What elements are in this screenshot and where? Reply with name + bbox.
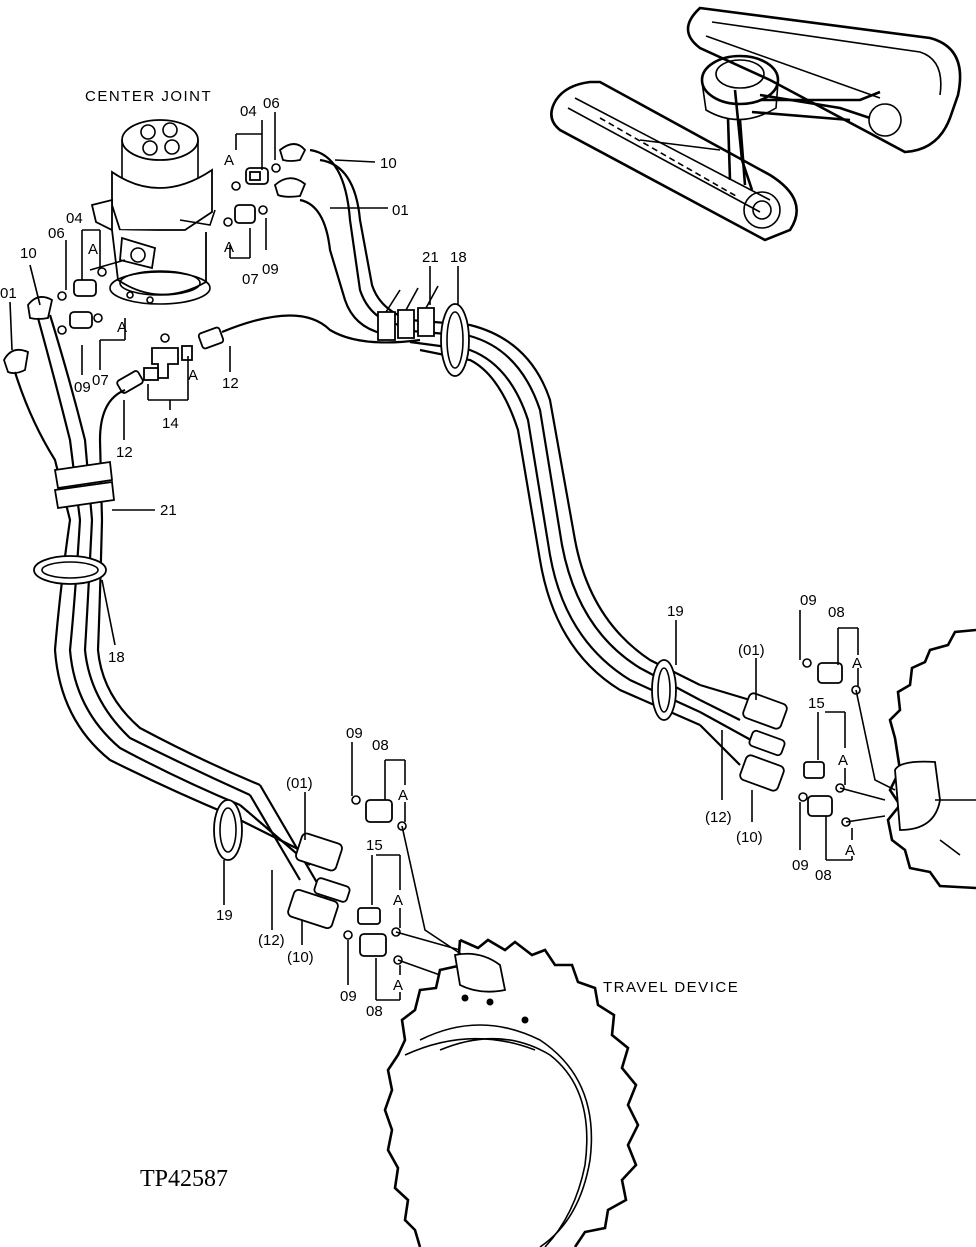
label-01-ref: (01) — [286, 775, 313, 792]
label-a: A — [88, 241, 98, 258]
center-joint-caption: CENTER JOINT — [85, 88, 212, 105]
label-12: 12 — [116, 444, 133, 461]
center-joint-fittings — [3, 143, 307, 394]
label-18: 18 — [108, 649, 125, 666]
label-a: A — [393, 977, 403, 994]
hose-bundle-left — [13, 314, 331, 906]
label-09: 09 — [800, 592, 817, 609]
label-08: 08 — [366, 1003, 383, 1020]
label-08: 08 — [815, 867, 832, 884]
label-08: 08 — [372, 737, 389, 754]
travel-device-caption: TRAVEL DEVICE — [603, 979, 739, 996]
label-06: 06 — [48, 225, 65, 242]
label-10: 10 — [380, 155, 397, 172]
label-19: 19 — [667, 603, 684, 620]
label-a: A — [393, 892, 403, 909]
center-joint — [89, 119, 216, 305]
label-18: 18 — [450, 249, 467, 266]
clamp-21-lower — [33, 460, 115, 585]
label-a: A — [845, 842, 855, 859]
label-a: A — [117, 319, 127, 336]
label-10-ref: (10) — [736, 829, 763, 846]
undercarriage-overview — [550, 6, 962, 242]
clamp-19-lower — [213, 799, 243, 861]
label-07: 07 — [92, 372, 109, 389]
label-07: 07 — [242, 271, 259, 288]
label-01: 01 — [0, 285, 17, 302]
clamp-19-right — [651, 659, 677, 721]
label-12-ref: (12) — [705, 809, 732, 826]
label-04: 04 — [66, 210, 83, 227]
label-08: 08 — [828, 604, 845, 621]
label-19: 19 — [216, 907, 233, 924]
label-10-ref: (10) — [287, 949, 314, 966]
lower-fittings — [287, 795, 471, 976]
label-a: A — [852, 655, 862, 672]
label-04: 04 — [240, 103, 257, 120]
label-09: 09 — [262, 261, 279, 278]
label-10: 10 — [20, 245, 37, 262]
label-09: 09 — [74, 379, 91, 396]
label-a: A — [838, 752, 848, 769]
figure-id: TP42587 — [140, 1166, 228, 1192]
hose-bundle-right — [221, 148, 761, 766]
right-fittings — [739, 628, 976, 890]
label-a: A — [398, 787, 408, 804]
label-15: 15 — [808, 695, 825, 712]
label-a: A — [188, 367, 198, 384]
label-12-ref: (12) — [258, 932, 285, 949]
label-01: 01 — [392, 202, 409, 219]
travel-device — [383, 938, 640, 1247]
label-21: 21 — [422, 249, 439, 266]
clamp-21-upper — [377, 285, 470, 377]
label-09: 09 — [346, 725, 363, 742]
label-12: 12 — [222, 375, 239, 392]
label-09: 09 — [792, 857, 809, 874]
leader-lines — [9, 112, 859, 1001]
label-06: 06 — [263, 95, 280, 112]
label-21: 21 — [160, 502, 177, 519]
label-a: A — [224, 239, 234, 256]
label-14: 14 — [162, 415, 179, 432]
label-15: 15 — [366, 837, 383, 854]
label-a: A — [224, 152, 234, 169]
callout-labels: CENTER JOINT TRAVEL DEVICE TP42587 04 06… — [0, 88, 862, 1192]
label-09: 09 — [340, 988, 357, 1005]
label-01-ref: (01) — [738, 642, 765, 659]
